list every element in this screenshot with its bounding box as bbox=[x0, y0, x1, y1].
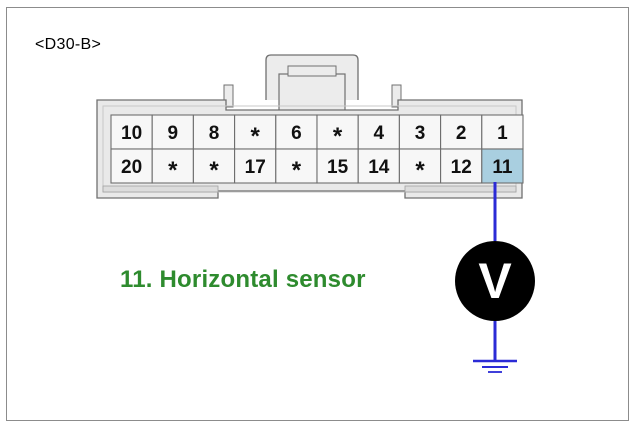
pin-number: 6 bbox=[291, 123, 302, 144]
pin-number: 14 bbox=[368, 157, 390, 178]
pin-number: 17 bbox=[245, 157, 266, 178]
pin-unused-star: * bbox=[251, 123, 261, 150]
pin-cell bbox=[398, 148, 442, 184]
ground-icon bbox=[473, 359, 517, 373]
pin-number: 3 bbox=[415, 123, 426, 144]
pin-unused-star: * bbox=[415, 157, 425, 184]
pin-grid: 10 9 8 * 6 * 4 3 2 1 20 * * 17 * 15 14 * 12 11 bbox=[110, 114, 524, 184]
pin-cell bbox=[316, 148, 359, 184]
pin-number: 20 bbox=[121, 157, 142, 178]
pin-cell bbox=[151, 114, 194, 150]
sensor-caption: 11. Horizontal sensor bbox=[120, 266, 366, 293]
pin-number: 4 bbox=[374, 123, 385, 144]
pin-unused-star: * bbox=[209, 157, 219, 184]
pin-cell bbox=[192, 148, 236, 184]
pin-cell bbox=[234, 148, 277, 184]
voltmeter-icon: V bbox=[455, 241, 535, 321]
pin-cell bbox=[275, 114, 318, 150]
pin-unused-star: * bbox=[168, 157, 178, 184]
pin-number: 9 bbox=[168, 123, 179, 144]
connector-label: <D30-B> bbox=[35, 36, 102, 53]
pin-number: 12 bbox=[451, 157, 472, 178]
pin-cell bbox=[110, 148, 153, 184]
pin-number: 8 bbox=[209, 123, 220, 144]
pin-unused-star: * bbox=[292, 157, 302, 184]
pin-cell bbox=[398, 114, 442, 150]
pin-cell bbox=[275, 148, 318, 184]
pin-cell bbox=[440, 148, 483, 184]
pin-number: 11 bbox=[492, 157, 513, 178]
pin-number: 1 bbox=[497, 123, 508, 144]
pin-unused-star: * bbox=[333, 123, 343, 150]
pin-number: 2 bbox=[456, 123, 467, 144]
connector-latch bbox=[223, 54, 402, 113]
pin-number: 15 bbox=[327, 157, 349, 178]
voltmeter-symbol: V bbox=[478, 253, 512, 309]
pin-cell bbox=[357, 114, 400, 150]
pin-cell bbox=[151, 148, 194, 184]
pin-cell bbox=[481, 148, 524, 184]
pin-number: 10 bbox=[121, 123, 142, 144]
pin-cell bbox=[481, 114, 524, 150]
